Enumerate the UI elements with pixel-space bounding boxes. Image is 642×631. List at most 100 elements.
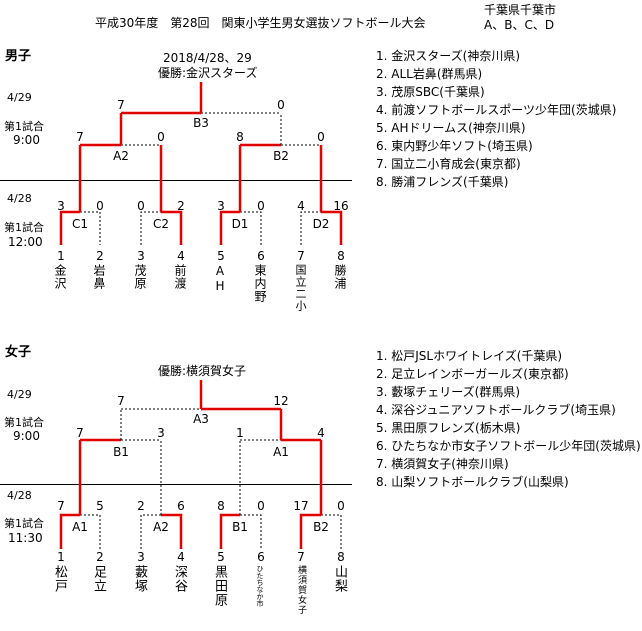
- girls-team-num: 2: [96, 550, 104, 564]
- girls-r1-a2-winner-line: [161, 513, 183, 549]
- list-item: 5. 黒田原フレンズ(栃木県): [376, 421, 521, 435]
- boys-r1-label: C1: [71, 217, 89, 231]
- list-item: 1. 金沢スターズ(神奈川県): [376, 49, 521, 63]
- girls-day2-date: 4/29: [7, 388, 32, 401]
- girls-team-num: 6: [257, 550, 265, 564]
- girls-r1-score: 17: [293, 499, 309, 513]
- boys-r1-c1-loser-line: [80, 211, 101, 245]
- list-item: 5. AHドリームス(神奈川県): [376, 121, 526, 135]
- girls-r2-score: 3: [157, 426, 165, 440]
- girls-team-name: 藪塚: [132, 565, 147, 593]
- girls-team-name: ひたちなか市: [256, 565, 264, 607]
- list-item: 6. 東内野少年ソフト(埼玉県): [376, 139, 533, 153]
- girls-team-num: 8: [337, 550, 345, 564]
- girls-team-name: 松戸: [52, 565, 67, 593]
- girls-team-num: 1: [57, 550, 65, 564]
- girls-r1-score: 5: [96, 499, 104, 513]
- boys-r1-score: 16: [333, 199, 349, 213]
- girls-team-name: 横須賀女子: [296, 565, 306, 615]
- list-item: 4. 前渡ソフトボールスポーツ少年団(茨城県): [376, 103, 617, 117]
- girls-team-num: 3: [137, 550, 145, 564]
- girls-day2-game: 第1試合: [4, 416, 44, 429]
- girls-r1-score: 0: [337, 499, 345, 513]
- boys-team-num: 6: [257, 249, 265, 263]
- venue-city: 千葉県千葉市: [484, 3, 557, 17]
- boys-r1-score: 3: [57, 199, 65, 213]
- venue-courts: A、B、C、D: [484, 18, 555, 32]
- boys-r1-c2-loser-line: [140, 211, 161, 245]
- girls-team-num: 4: [177, 550, 185, 564]
- boys-r1-score: 2: [177, 199, 185, 213]
- boys-team-name: AH: [213, 264, 227, 294]
- boys-heading: 男子: [5, 49, 32, 64]
- girls-r1-b2-loser-line: [321, 514, 342, 549]
- girls-r2-label: A1: [273, 445, 289, 459]
- boys-r1-c2-winner-line: [161, 210, 183, 245]
- girls-r1-label: A2: [153, 520, 169, 534]
- boys-team-num: 4: [177, 249, 185, 263]
- girls-day1-game: 第1試合: [4, 517, 44, 530]
- boys-team-name: 東内野: [253, 264, 267, 303]
- list-item: 2. ALL岩鼻(群馬県): [376, 67, 483, 81]
- list-item: 3. 藪塚チェリーズ(群馬県): [376, 385, 521, 399]
- girls-final-score-left: 7: [117, 394, 125, 408]
- boys-r2-score: 0: [317, 130, 325, 144]
- boys-day1-date: 4/28: [7, 192, 32, 205]
- girls-r1-a1-winner-line: [59, 513, 80, 549]
- boys-r1-score: 0: [257, 199, 265, 213]
- boys-team-num: 2: [96, 249, 104, 263]
- girls-r1-score: 7: [57, 499, 65, 513]
- boys-r2-score: 7: [76, 130, 84, 144]
- boys-r2-score: 8: [236, 130, 244, 144]
- girls-r1-label: B1: [232, 520, 248, 534]
- list-item: 8. 勝浦フレンズ(千葉県): [376, 175, 509, 189]
- girls-team-num: 5: [217, 550, 225, 564]
- boys-final-score-right: 0: [277, 98, 285, 112]
- boys-r2-score: 0: [157, 130, 165, 144]
- girls-r2-score: 1: [236, 426, 244, 440]
- boys-day1-time: 12:00: [8, 235, 43, 249]
- boys-date: 2018/4/28、29: [163, 51, 252, 65]
- girls-winner: 優勝:横須賀女子: [158, 364, 247, 378]
- boys-r1-d2-loser-line: [300, 211, 321, 245]
- boys-team-name: 岩鼻: [92, 264, 106, 290]
- boys-final-score-left: 7: [117, 98, 125, 112]
- girls-r1-label: B2: [313, 520, 329, 534]
- girls-heading: 女子: [5, 345, 32, 360]
- boys-r1-d2-winner-line: [321, 210, 343, 245]
- list-item: 6. ひたちなか市女子ソフトボール少年団(茨城県): [376, 439, 641, 453]
- list-item: 4. 深谷ジュニアソフトボールクラブ(埼玉県): [376, 403, 616, 417]
- list-item: 2. 足立レインボーガールズ(東京都): [376, 367, 569, 381]
- girls-r1-label: A1: [72, 520, 88, 534]
- boys-day2-time: 9:00: [13, 133, 40, 147]
- boys-r1-score: 4: [297, 199, 305, 213]
- list-item: 3. 茂原SBC(千葉県): [376, 85, 485, 99]
- boys-r2-label: B2: [273, 149, 289, 163]
- boys-team-name: 国立二小: [294, 264, 307, 312]
- girls-day1-date: 4/28: [7, 489, 32, 502]
- boys-winner: 優勝:金沢スターズ: [158, 66, 258, 80]
- boys-team-num: 1: [57, 249, 65, 263]
- girls-final-label: A3: [193, 412, 209, 426]
- boys-r2-label: A2: [113, 149, 129, 163]
- boys-r1-score: 3: [217, 199, 225, 213]
- girls-team-name: 山梨: [332, 565, 347, 593]
- boys-r1-score: 0: [96, 199, 104, 213]
- boys-r1-c1-winner-line: [59, 210, 80, 245]
- boys-r1-label: C2: [152, 217, 170, 231]
- list-item: 1. 松戸JSLホワイトレイズ(千葉県): [376, 349, 563, 363]
- girls-team-name: 深谷: [172, 565, 187, 593]
- boys-r1-label: D2: [312, 217, 330, 231]
- boys-day2-date: 4/29: [7, 91, 32, 104]
- girls-team-list: 1. 松戸JSLホワイトレイズ(千葉県) 2. 足立レインボーガールズ(東京都)…: [376, 347, 641, 491]
- girls-day2-time: 9:00: [13, 429, 40, 443]
- page-title: 平成30年度 第28回 関東小学生男女選抜ソフトボール大会: [95, 16, 426, 30]
- list-item: 8. 山梨ソフトボールクラブ(山梨県): [376, 475, 569, 489]
- girls-team-num: 7: [297, 550, 305, 564]
- girls-r1-b1-loser-line: [240, 514, 262, 549]
- list-item: 7. 国立二小育成会(東京都): [376, 157, 521, 171]
- boys-team-num: 3: [137, 249, 145, 263]
- boys-r1-label: D1: [231, 217, 249, 231]
- girls-r2-score: 7: [76, 426, 84, 440]
